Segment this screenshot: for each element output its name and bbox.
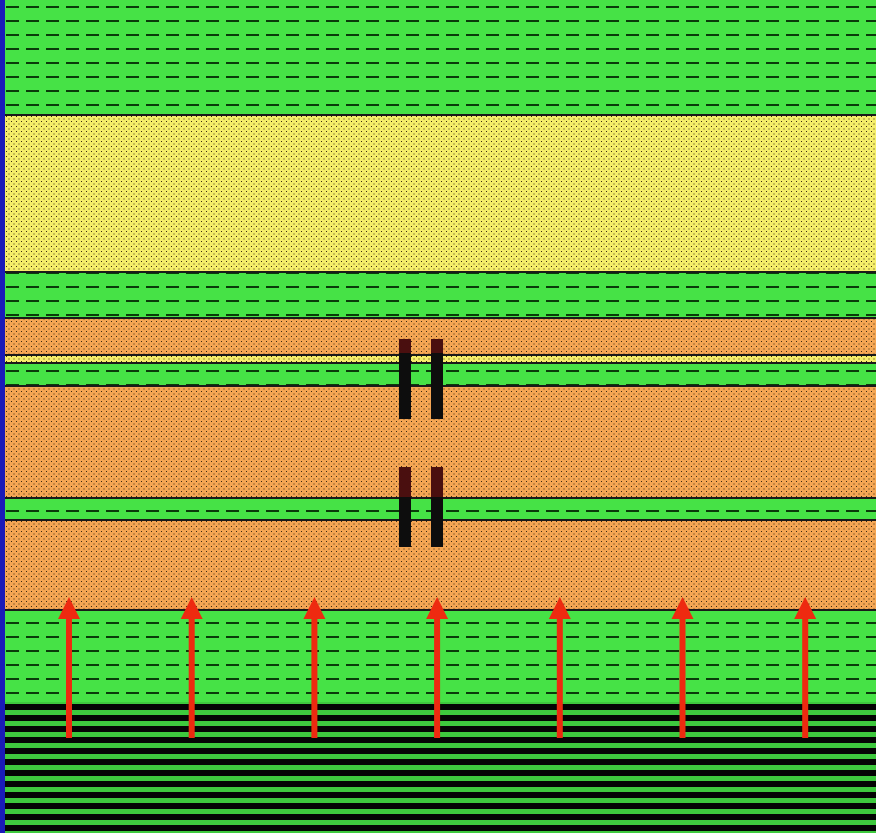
well-top-marker	[399, 467, 411, 497]
well-top-marker	[431, 467, 443, 497]
arrow-shaft	[66, 615, 72, 738]
arrow-shaft	[680, 615, 686, 738]
layer-shale-2	[0, 272, 876, 318]
arrow-shaft	[434, 615, 440, 738]
well-top-marker	[431, 339, 443, 353]
arrow-shaft	[802, 615, 808, 738]
arrow-shaft	[311, 615, 317, 738]
layer-sandstone-light	[0, 115, 876, 272]
arrow-shaft	[557, 615, 563, 738]
arrow-shaft	[189, 615, 195, 738]
left-border	[0, 0, 5, 833]
layer-shale-top	[0, 0, 876, 115]
well-top-marker	[399, 339, 411, 353]
